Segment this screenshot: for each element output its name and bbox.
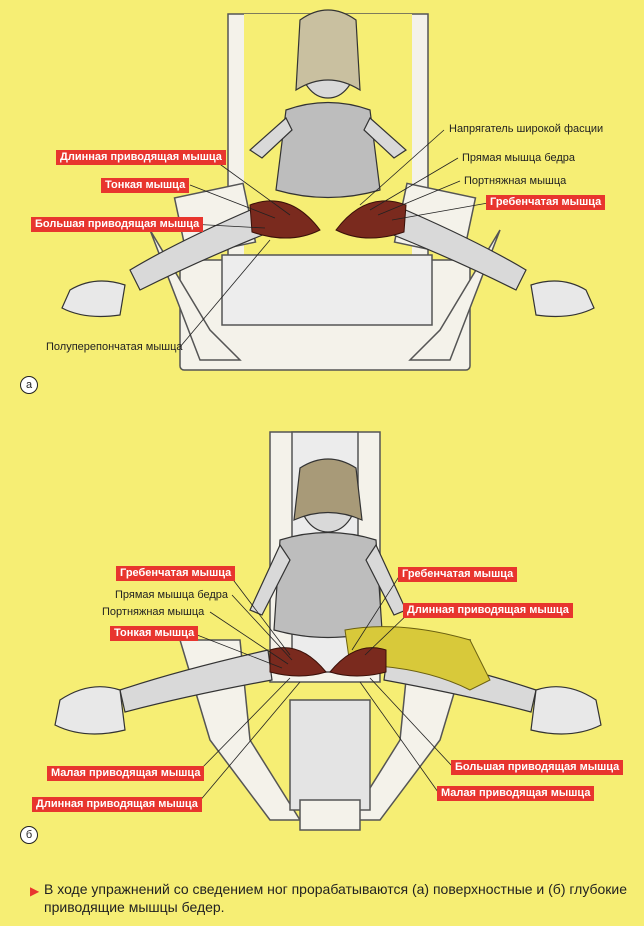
illustration-a [61,9,595,371]
figure-caption: ▶ В ходе упражнений со сведением ног про… [30,880,630,916]
label-b-great-adductor-right: Большая приводящая мышца [451,760,624,775]
illustration-b [54,431,602,831]
panel-b-badge: б [20,826,38,844]
panel-b: Гребенчатая мышца Прямая мышца бедра Пор… [20,566,624,844]
label-rectus-femoris: Прямая мышца бедра [462,152,576,164]
panel-a: Длинная приводящая мышца Тонкая мышца Бо… [0,0,644,420]
label-semimembranosus: Полуперепончатая мышца [46,341,183,353]
label-great-adductor: Большая приводящая мышца [31,217,204,232]
label-b-pectineus-right: Гребенчатая мышца [398,567,518,582]
label-b-small-adductor-right: Малая приводящая мышца [437,786,595,801]
label-b-small-adductor-left: Малая приводящая мышца [47,766,205,781]
label-b-rectus-femoris: Прямая мышца бедра [115,589,229,601]
label-tensor-fascia: Напрягатель широкой фасции [449,123,604,135]
label-long-adductor: Длинная приводящая мышца [56,150,226,165]
panel-a-badge: а [20,376,38,394]
caption-arrow-icon: ▶ [30,884,40,898]
label-b-pectineus-left: Гребенчатая мышца [116,566,236,581]
label-b-gracilis: Тонкая мышца [110,626,199,641]
label-sartorius: Портняжная мышца [464,175,567,187]
label-b-long-adductor-right: Длинная приводящая мышца [403,603,573,618]
label-b-long-adductor-left: Длинная приводящая мышца [32,797,202,812]
label-gracilis: Тонкая мышца [101,178,190,193]
label-b-sartorius: Портняжная мышца [102,606,205,618]
label-pectineus: Гребенчатая мышца [486,195,606,210]
caption-text: В ходе упражнений со сведением ног прора… [44,881,628,915]
